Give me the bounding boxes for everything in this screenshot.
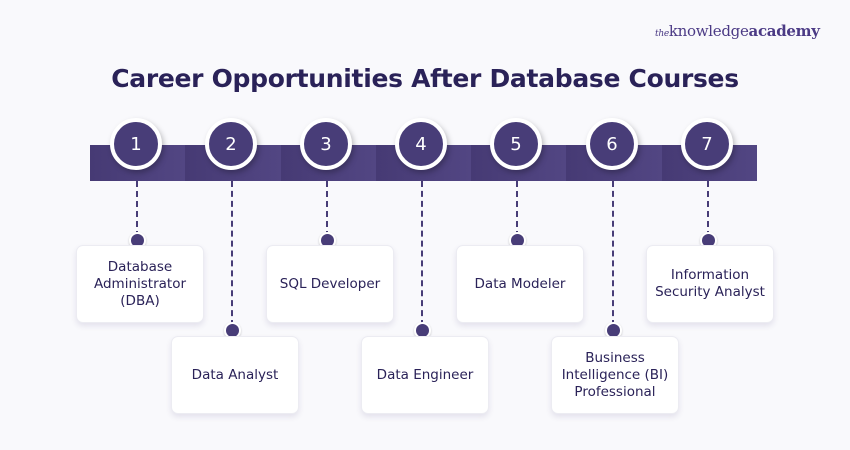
step-card-info-security-analyst: Information Security Analyst (646, 245, 774, 323)
brand-logo: theknowledgeacademy (655, 22, 820, 40)
step-number-badge: 4 (395, 118, 447, 170)
brand-middle: knowledge (668, 22, 749, 40)
step-number-badge: 3 (300, 118, 352, 170)
step-card-bi-professional: Business Intelligence (BI) Professional (551, 336, 679, 414)
connector-line (231, 181, 233, 326)
step-number-badge: 6 (586, 118, 638, 170)
step-card-data-modeler: Data Modeler (456, 245, 584, 323)
step-number-badge: 7 (681, 118, 733, 170)
connector-line (707, 181, 709, 237)
step-number-badge: 1 (110, 118, 162, 170)
page-title: Career Opportunities After Database Cour… (111, 64, 739, 93)
step-number-badge: 2 (205, 118, 257, 170)
connector-line (612, 181, 614, 326)
connector-line (421, 181, 423, 326)
step-card-dba: Database Administrator (DBA) (76, 245, 204, 323)
brand-prefix: the (655, 29, 669, 39)
step-card-data-analyst: Data Analyst (171, 336, 299, 414)
step-card-sql-developer: SQL Developer (266, 245, 394, 323)
step-card-data-engineer: Data Engineer (361, 336, 489, 414)
brand-suffix: academy (748, 22, 820, 40)
connector-line (326, 181, 328, 237)
connector-line (136, 181, 138, 237)
connector-line (516, 181, 518, 237)
step-number-badge: 5 (490, 118, 542, 170)
